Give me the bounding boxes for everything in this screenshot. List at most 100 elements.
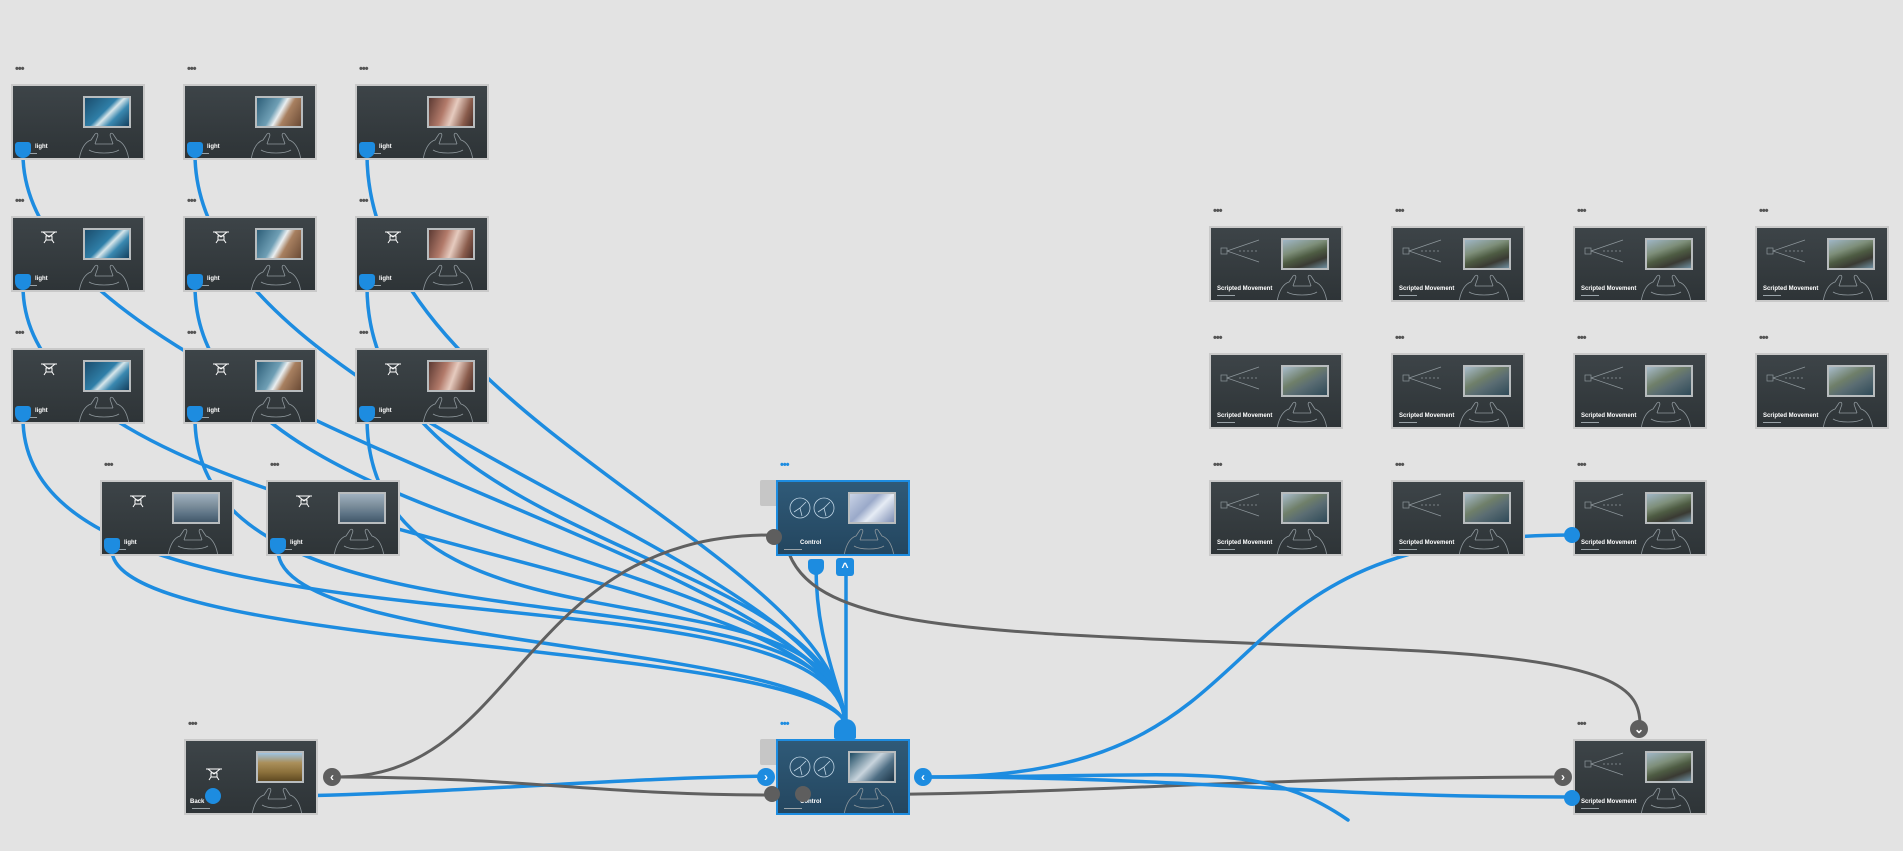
node-card[interactable]: Scripted Movement <box>1755 226 1889 302</box>
node-card[interactable]: light <box>183 216 317 292</box>
node-menu-button[interactable]: ••• <box>187 327 197 339</box>
node-card[interactable]: Scripted Movement <box>1573 226 1707 302</box>
input-port[interactable] <box>1564 790 1580 806</box>
hands-icon <box>1637 270 1695 300</box>
node-sublabel-line <box>1399 549 1417 550</box>
node-thumbnail <box>172 492 220 524</box>
node-card[interactable]: light <box>355 348 489 424</box>
chevron-down-icon[interactable]: ⌄ <box>1630 720 1648 738</box>
node-menu-button[interactable]: ••• <box>1213 459 1223 471</box>
output-port[interactable] <box>808 559 824 575</box>
node-card[interactable]: light <box>11 216 145 292</box>
node-menu-button[interactable]: ••• <box>1577 332 1587 344</box>
node-card[interactable]: Scripted Movement <box>1391 226 1525 302</box>
camera-sketch-icon <box>1401 238 1447 266</box>
node-card[interactable]: light <box>266 480 400 556</box>
node-menu-button[interactable]: ••• <box>188 718 198 730</box>
node-menu-button[interactable]: ••• <box>15 327 25 339</box>
node-menu-button[interactable]: ••• <box>359 195 369 207</box>
node-menu-button[interactable]: ••• <box>1395 332 1405 344</box>
hands-icon <box>1819 397 1877 427</box>
node-card[interactable]: light <box>100 480 234 556</box>
node-label: Scripted Movement <box>1399 286 1455 292</box>
output-port[interactable] <box>187 142 203 158</box>
node-menu-button[interactable]: ••• <box>1395 459 1405 471</box>
output-port[interactable] <box>359 142 375 158</box>
node-menu-button[interactable]: ••• <box>1213 332 1223 344</box>
node-card[interactable]: Scripted Movement <box>1755 353 1889 429</box>
chevron-up-icon[interactable]: ^ <box>836 558 854 576</box>
node-menu-button[interactable]: ••• <box>1577 718 1587 730</box>
input-port[interactable] <box>205 788 221 804</box>
node-shadow-tab <box>760 739 776 765</box>
connection-wire <box>814 564 848 724</box>
node-card[interactable]: Scripted Movement <box>1573 353 1707 429</box>
node-label: light <box>379 408 392 414</box>
node-menu-button[interactable]: ••• <box>780 459 790 471</box>
chevron-right-icon[interactable]: › <box>1554 768 1572 786</box>
node-label: Scripted Movement <box>1399 540 1455 546</box>
chevron-right-icon[interactable]: › <box>757 768 775 786</box>
node-card[interactable]: Control <box>776 739 910 815</box>
node-card[interactable]: Scripted Movement <box>1573 739 1707 815</box>
node-menu-button[interactable]: ••• <box>1213 205 1223 217</box>
node-menu-button[interactable]: ••• <box>15 63 25 75</box>
input-port[interactable] <box>834 719 856 739</box>
node-label: light <box>207 408 220 414</box>
node-menu-button[interactable]: ••• <box>270 459 280 471</box>
output-port[interactable] <box>104 538 120 554</box>
node-card[interactable]: light <box>183 84 317 160</box>
node-menu-button[interactable]: ••• <box>15 195 25 207</box>
node-menu-button[interactable]: ••• <box>359 327 369 339</box>
hands-icon <box>247 260 305 290</box>
node-label: Back <box>190 799 205 805</box>
node-card[interactable]: Scripted Movement <box>1209 353 1343 429</box>
node-thumbnail <box>255 96 303 128</box>
chevron-left-icon[interactable]: ‹ <box>323 768 341 786</box>
node-label: Scripted Movement <box>1399 413 1455 419</box>
node-menu-button[interactable]: ••• <box>359 63 369 75</box>
node-label: Scripted Movement <box>1581 799 1637 805</box>
node-card[interactable]: Scripted Movement <box>1391 480 1525 556</box>
node-menu-button[interactable]: ••• <box>104 459 114 471</box>
node-card[interactable]: Scripted Movement <box>1209 480 1343 556</box>
node-menu-button[interactable]: ••• <box>780 718 790 730</box>
node-card[interactable]: light <box>355 216 489 292</box>
node-card[interactable]: light <box>355 84 489 160</box>
node-card[interactable]: light <box>183 348 317 424</box>
output-port[interactable] <box>1564 527 1580 543</box>
node-thumbnail <box>1281 365 1329 397</box>
output-port[interactable] <box>15 274 31 290</box>
output-port[interactable] <box>15 406 31 422</box>
node-thumbnail <box>427 360 475 392</box>
node-menu-button[interactable]: ••• <box>187 63 197 75</box>
input-port[interactable] <box>764 786 780 802</box>
node-menu-button[interactable]: ••• <box>1395 205 1405 217</box>
node-card[interactable]: light <box>11 84 145 160</box>
output-port[interactable] <box>359 406 375 422</box>
connection-wire <box>928 533 1574 822</box>
node-menu-button[interactable]: ••• <box>1577 205 1587 217</box>
node-card[interactable]: Scripted Movement <box>1209 226 1343 302</box>
node-card[interactable]: Back <box>184 739 318 815</box>
node-label: Scripted Movement <box>1763 286 1819 292</box>
output-port[interactable] <box>187 274 203 290</box>
camera-sketch-icon <box>1583 492 1629 520</box>
input-port[interactable] <box>766 529 782 545</box>
camera-sketch-icon <box>1583 751 1629 779</box>
node-card[interactable]: Scripted Movement <box>1391 353 1525 429</box>
node-card[interactable]: Scripted Movement <box>1573 480 1707 556</box>
node-menu-button[interactable]: ••• <box>1759 205 1769 217</box>
chevron-left-icon[interactable]: ‹ <box>914 768 932 786</box>
output-port[interactable] <box>187 406 203 422</box>
input-port[interactable] <box>795 786 811 802</box>
node-card[interactable]: light <box>11 348 145 424</box>
node-menu-button[interactable]: ••• <box>187 195 197 207</box>
node-menu-button[interactable]: ••• <box>1577 459 1587 471</box>
node-card[interactable]: Control <box>776 480 910 556</box>
node-menu-button[interactable]: ••• <box>1759 332 1769 344</box>
output-port[interactable] <box>359 274 375 290</box>
output-port[interactable] <box>270 538 286 554</box>
output-port[interactable] <box>15 142 31 158</box>
